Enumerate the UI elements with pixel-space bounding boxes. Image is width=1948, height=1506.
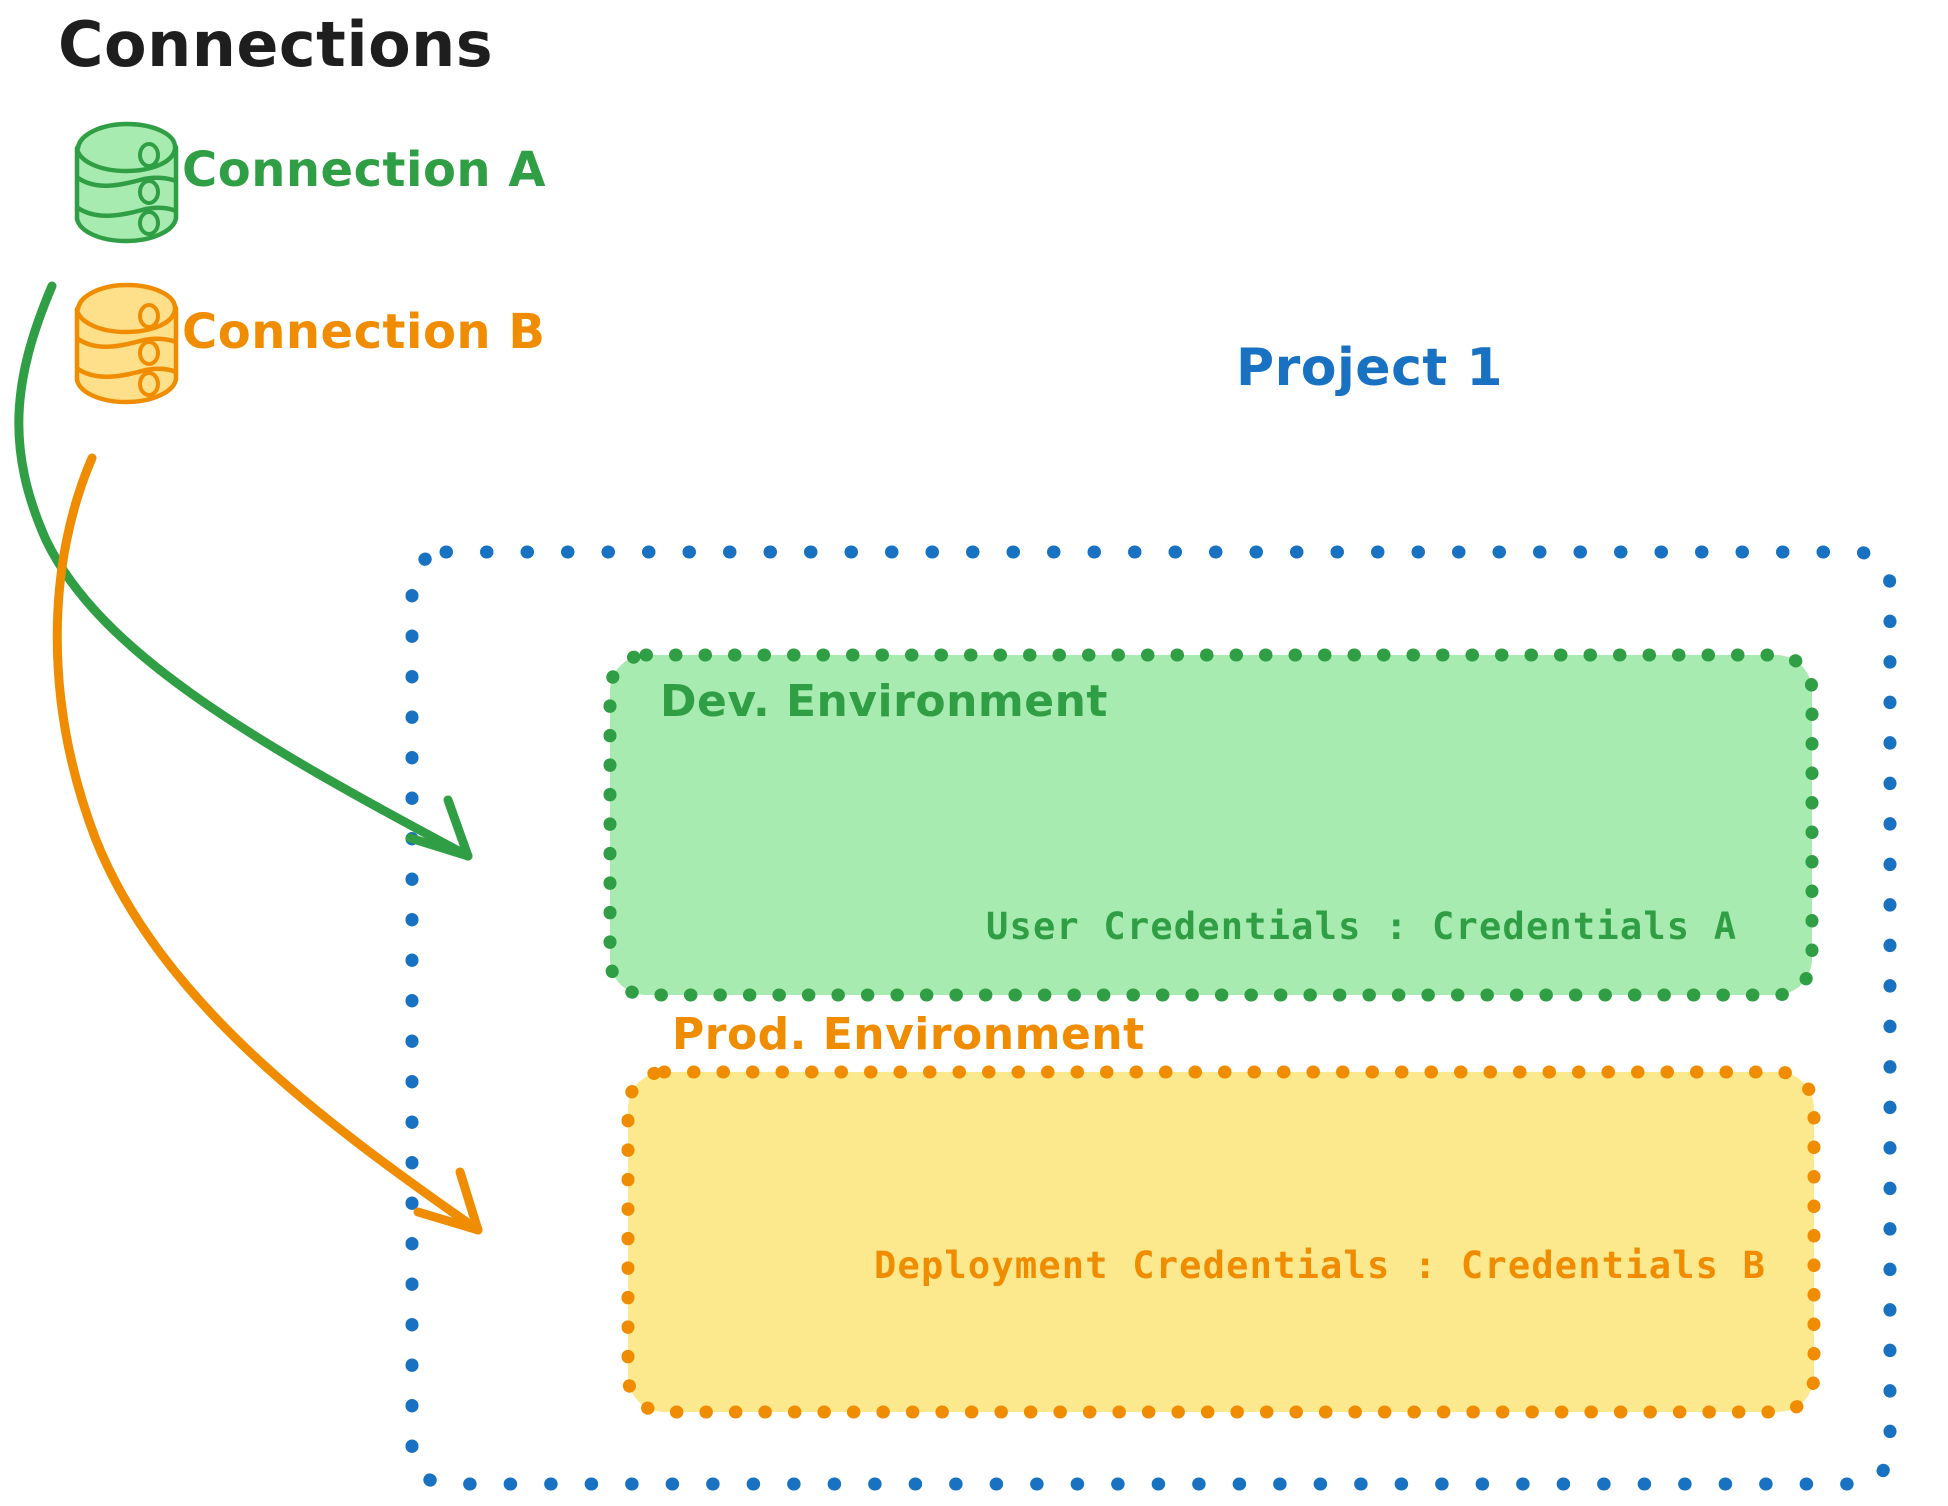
- cylinder-b-led-3: [138, 371, 160, 397]
- connection-b-label[interactable]: Connection B: [182, 304, 546, 360]
- prod-environment-box[interactable]: [621, 1065, 1821, 1419]
- arrow-connection-b-to-prod: [52, 453, 483, 1235]
- connection-a-label[interactable]: Connection A: [182, 142, 546, 198]
- cylinder-b-top-fill: [76, 288, 176, 328]
- prod-environment-title: Prod. Environment: [672, 1009, 1145, 1060]
- cylinder-a-top-arc: [75, 121, 178, 151]
- cylinder-a-top-ellipse-lower: [74, 146, 178, 174]
- cylinder-a-led-3: [138, 210, 160, 236]
- cylinder-b-led-2: [138, 340, 160, 366]
- arrow-connection-b-path: [52, 453, 483, 1235]
- cylinder-a-divider-2: [75, 205, 179, 218]
- cylinder-b-bottom-arc: [74, 376, 179, 405]
- cylinder-b-top-ellipse-lower: [74, 307, 178, 335]
- cylinder-b-led-1: [138, 303, 160, 329]
- cylinder-b-divider-2: [75, 366, 179, 379]
- cylinder-a-top-fill: [76, 127, 176, 167]
- project-1-label: Project 1: [1236, 338, 1504, 398]
- dev-environment-credentials: User Credentials : Credentials A: [986, 905, 1738, 948]
- cylinder-a-led-1: [138, 142, 160, 168]
- arrow-connection-b-head-upper: [413, 1207, 483, 1235]
- dev-environment-fill: [610, 655, 1812, 995]
- cylinder-a-divider-1: [75, 175, 179, 188]
- cylinder-b-divider-1: [75, 336, 179, 349]
- arrow-connection-a-to-dev: [14, 281, 473, 861]
- arrow-connection-a-head-upper: [405, 833, 473, 861]
- database-cylinder-icon-connection-a[interactable]: [74, 121, 179, 244]
- arrow-connection-b-head-lower: [455, 1167, 483, 1235]
- database-cylinder-icon-connection-b[interactable]: [74, 282, 179, 405]
- dev-environment-box[interactable]: [603, 648, 1819, 1002]
- dev-environment-dotted-border: [603, 648, 1819, 1002]
- arrow-connection-a-path: [14, 281, 473, 861]
- prod-environment-credentials: Deployment Credentials : Credentials B: [874, 1244, 1767, 1287]
- cylinder-a-bottom-arc: [74, 215, 179, 244]
- cylinder-a-led-2: [138, 179, 160, 205]
- cylinder-b-top-arc: [75, 282, 178, 312]
- dev-environment-title: Dev. Environment: [660, 676, 1108, 727]
- arrow-connection-a-head-lower: [443, 795, 473, 861]
- page-title: Connections: [58, 8, 494, 81]
- prod-environment-fill: [628, 1072, 1814, 1412]
- prod-environment-dotted-border: [621, 1065, 1821, 1419]
